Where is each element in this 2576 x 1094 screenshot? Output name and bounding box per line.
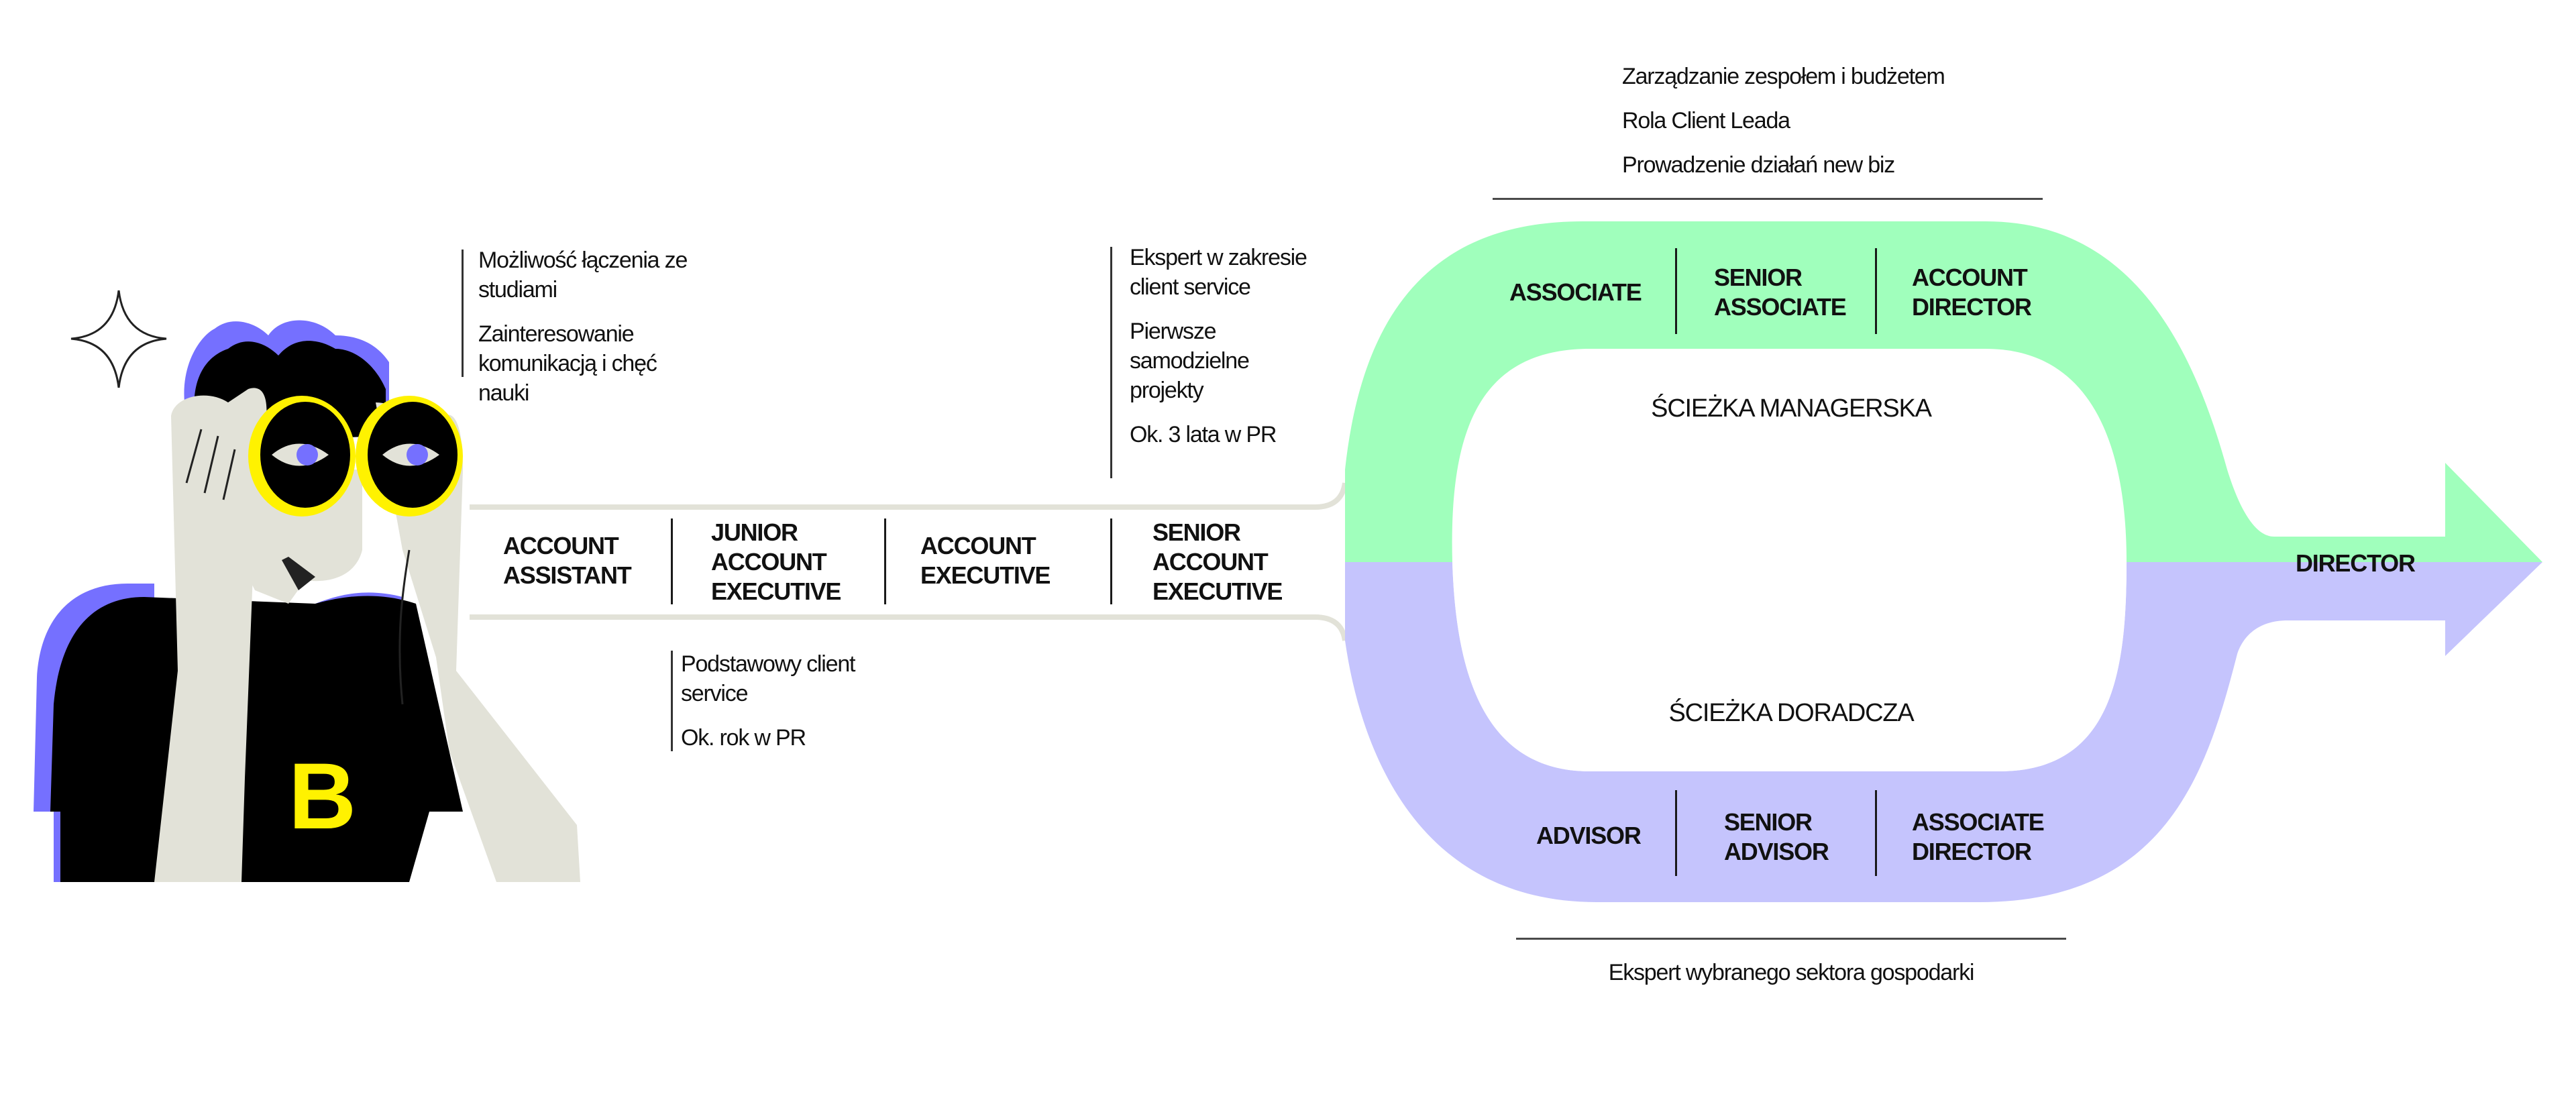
four-point-star-icon (70, 290, 167, 388)
junior-note: Ok. rok w PR (681, 725, 806, 751)
senior-note: Ok. 3 lata w PR (1130, 422, 1277, 447)
senior-note: Ekspert w zakresie client service (1130, 245, 1307, 300)
junior-notes: Podstawowy client service Ok. rok w PR (681, 649, 909, 767)
role-senior-advisor: SENIOR ADVISOR (1724, 808, 1829, 865)
ring-opening (1452, 349, 2127, 771)
managerial-path-title: ŚCIEŻKA MANAGERSKA (1651, 394, 1932, 423)
junior-note: Podstawowy client service (681, 651, 855, 706)
role-account-director: ACCOUNT DIRECTOR (1912, 264, 2032, 321)
senior-note: Pierwsze samodzielne projekty (1130, 319, 1250, 403)
managerial-note: Zarządzanie zespołem i budżetem (1622, 64, 1945, 89)
role-divider (671, 518, 673, 604)
entry-track (470, 482, 1348, 641)
advisory-note: Ekspert wybranego sektora gospodarki (1608, 960, 1975, 985)
assistant-note: Zainteresowanie komunikacją i chęć nauki (478, 321, 657, 406)
role-director: DIRECTOR (2296, 549, 2416, 577)
managerial-note: Rola Client Leada (1622, 108, 1790, 133)
role-junior-account-executive: JUNIOR ACCOUNT EXECUTIVE (711, 518, 841, 605)
role-advisor: ADVISOR (1536, 822, 1642, 849)
advisory-path-title: ŚCIEŻKA DORADCZA (1668, 699, 1914, 727)
role-divider (1675, 248, 1677, 334)
assistant-notes-rule (462, 250, 464, 377)
junior-notes-rule (671, 651, 673, 751)
role-divider (1875, 790, 1877, 876)
role-senior-associate: SENIOR ASSOCIATE (1714, 264, 1847, 321)
managerial-notes-divider (1493, 198, 2043, 200)
senior-notes: Ekspert w zakresie client service Pierws… (1130, 243, 1311, 464)
advisory-path-band (1345, 562, 2542, 902)
role-divider (1110, 518, 1112, 604)
role-senior-account-executive: SENIOR ACCOUNT EXECUTIVE (1152, 518, 1283, 605)
advisory-notes: Ekspert wybranego sektora gospodarki (1516, 958, 2066, 1002)
role-divider (1675, 790, 1677, 876)
senior-notes-rule (1110, 247, 1112, 478)
managerial-notes: Zarządzanie zespołem i budżetem Rola Cli… (1622, 62, 1945, 195)
role-divider (884, 518, 886, 604)
shirt-logo: B (288, 743, 356, 849)
managerial-note: Prowadzenie działań new biz (1622, 152, 1895, 178)
assistant-note: Możliwość łączenia ze studiami (478, 248, 688, 303)
role-associate: ASSOCIATE (1509, 278, 1642, 306)
assistant-notes: Możliwość łączenia ze studiami Zainteres… (478, 245, 700, 423)
role-account-executive: ACCOUNT EXECUTIVE (920, 532, 1051, 589)
role-account-assistant: ACCOUNT ASSISTANT (503, 532, 632, 589)
person-with-binoculars-icon: B (34, 290, 580, 882)
role-associate-director: ASSOCIATE DIRECTOR (1912, 808, 2045, 865)
advisory-notes-divider (1516, 938, 2066, 940)
role-divider (1875, 248, 1877, 334)
